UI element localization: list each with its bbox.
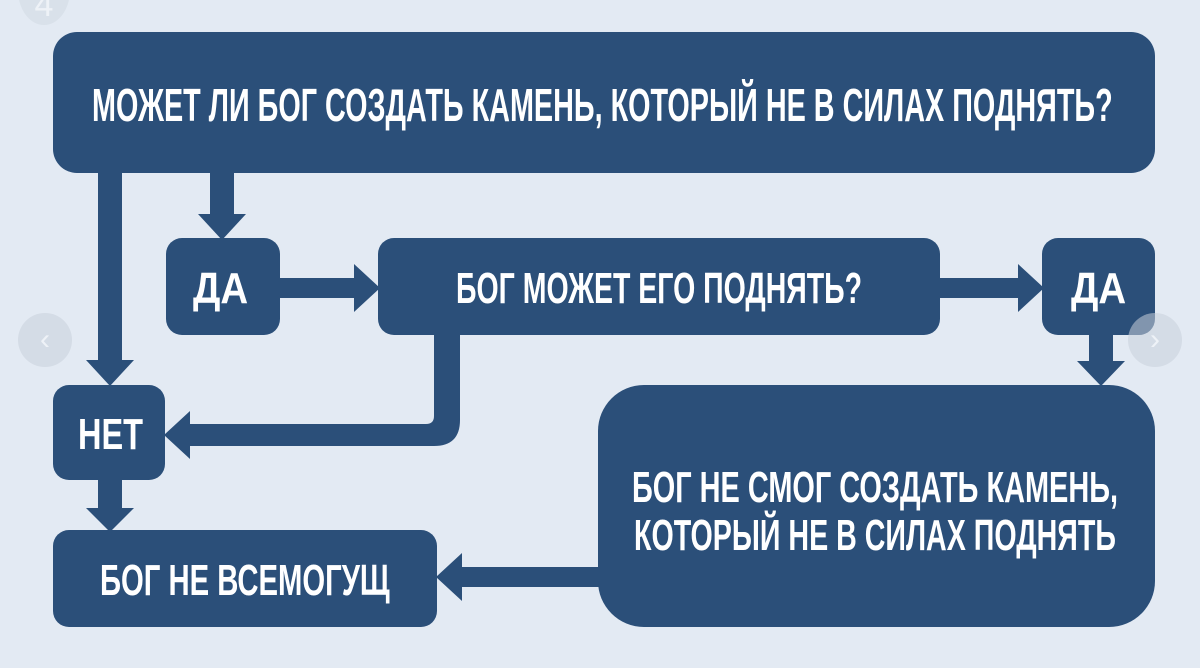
conclusion-text: БОГ НЕ ВСЕМОГУЩ xyxy=(100,556,390,605)
question-text: МОЖЕТ ЛИ БОГ СОЗДАТЬ КАМЕНЬ, КОТОРЫЙ НЕ … xyxy=(92,79,1113,131)
arrowhead-to-conclusion-from-result xyxy=(436,553,462,601)
connector-can-lift-to-yes2 xyxy=(938,278,1020,298)
no-box xyxy=(53,385,165,480)
yes-text-2: ДА xyxy=(1071,264,1127,313)
arrowhead-to-yes xyxy=(198,214,246,240)
no-text: НЕТ xyxy=(78,410,143,459)
connector-can-lift-to-no xyxy=(188,333,460,446)
arrowhead-to-result xyxy=(1077,361,1125,386)
arrowhead-to-can-lift xyxy=(354,264,380,312)
carousel-prev-button[interactable]: ‹ xyxy=(18,313,72,367)
connector-result-to-conclusion xyxy=(460,567,600,587)
can-lift-box xyxy=(378,238,940,335)
chevron-right-icon: › xyxy=(1150,323,1160,356)
yes-box-2 xyxy=(1042,238,1155,335)
arrowhead-to-no-from-can-lift xyxy=(164,411,190,459)
arrowhead-to-no xyxy=(86,360,134,386)
yes-box-1 xyxy=(166,238,280,335)
carousel-next-button[interactable]: › xyxy=(1128,313,1182,367)
connector-yes-to-can-lift xyxy=(278,278,356,298)
connector-yes2-to-result xyxy=(1089,333,1113,363)
chevron-left-icon: ‹ xyxy=(40,323,50,356)
question-box xyxy=(53,32,1155,173)
connector-question-to-no xyxy=(98,170,122,362)
conclusion-box xyxy=(53,530,437,627)
yes-text-1: ДА xyxy=(193,264,249,313)
arrowhead-to-conclusion xyxy=(86,508,134,532)
connector-question-to-yes xyxy=(210,170,234,216)
result-box xyxy=(598,385,1155,627)
result-text-line1: БОГ НЕ СМОГ СОЗДАТЬ КАМЕНЬ, xyxy=(632,463,1118,512)
result-text-line2: КОТОРЫЙ НЕ В СИЛАХ ПОДНЯТЬ xyxy=(634,511,1116,560)
can-lift-text: БОГ МОЖЕТ ЕГО ПОДНЯТЬ? xyxy=(456,264,863,313)
arrowhead-to-yes2 xyxy=(1018,264,1044,312)
connector-no-to-conclusion xyxy=(98,478,122,510)
